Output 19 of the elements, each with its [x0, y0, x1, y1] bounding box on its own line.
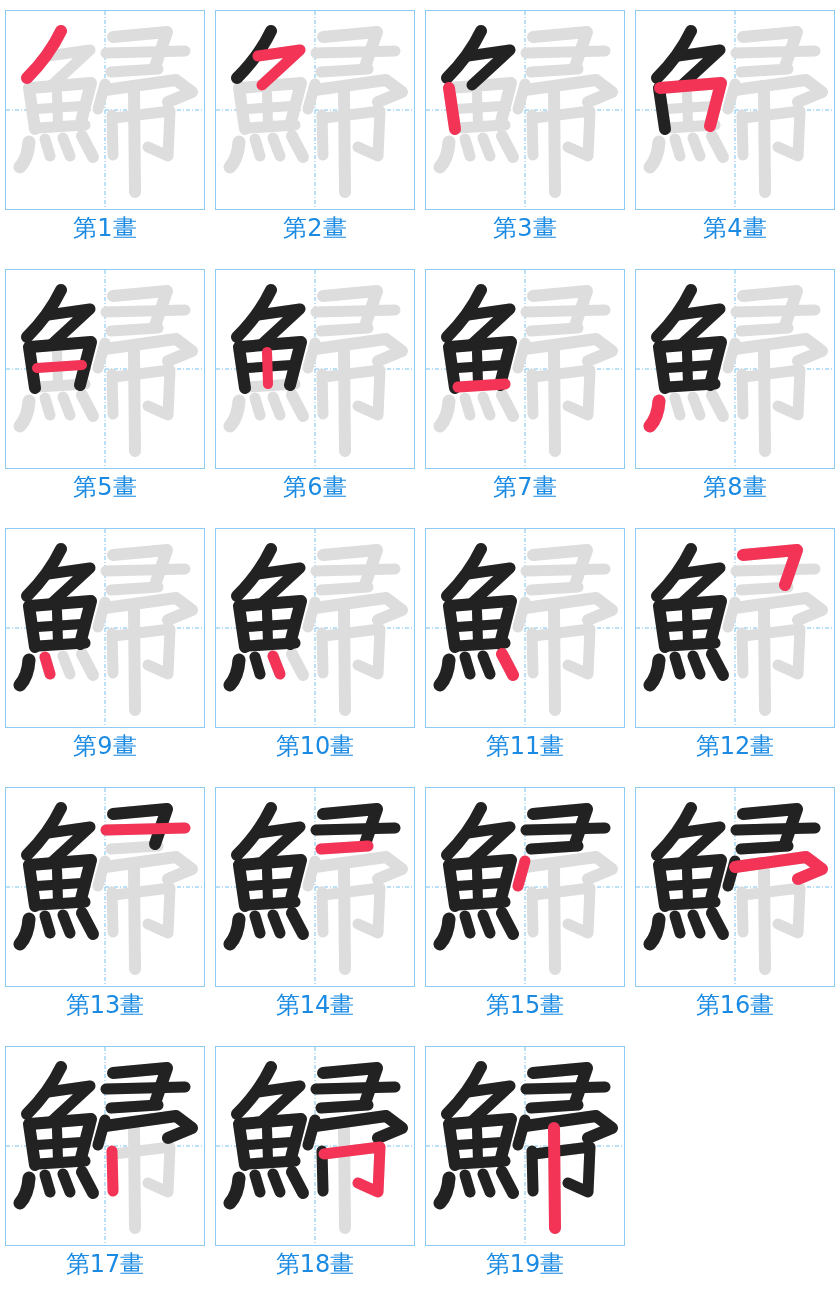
stroke-caption: 第15畫: [485, 990, 565, 1020]
stroke-caption: 第1畫: [73, 213, 137, 243]
stroke-caption: 第6畫: [283, 472, 347, 502]
stroke-caption: 第14畫: [275, 990, 355, 1020]
stroke-caption: 第8畫: [703, 472, 767, 502]
stroke-caption: 第16畫: [695, 990, 775, 1020]
stroke-caption: 第10畫: [275, 731, 355, 761]
stroke-caption: 第17畫: [65, 1249, 145, 1279]
stroke-caption: 第18畫: [275, 1249, 355, 1279]
stroke-caption: 第9畫: [73, 731, 137, 761]
stroke-caption: 第12畫: [695, 731, 775, 761]
stroke-caption: 第13畫: [65, 990, 145, 1020]
stroke-caption: 第4畫: [703, 213, 767, 243]
stroke-caption: 第3畫: [493, 213, 557, 243]
stroke-caption: 第11畫: [485, 731, 565, 761]
stroke-caption: 第7畫: [493, 472, 557, 502]
stroke-caption: 第5畫: [73, 472, 137, 502]
stroke-caption: 第2畫: [283, 213, 347, 243]
stroke-caption: 第19畫: [485, 1249, 565, 1279]
